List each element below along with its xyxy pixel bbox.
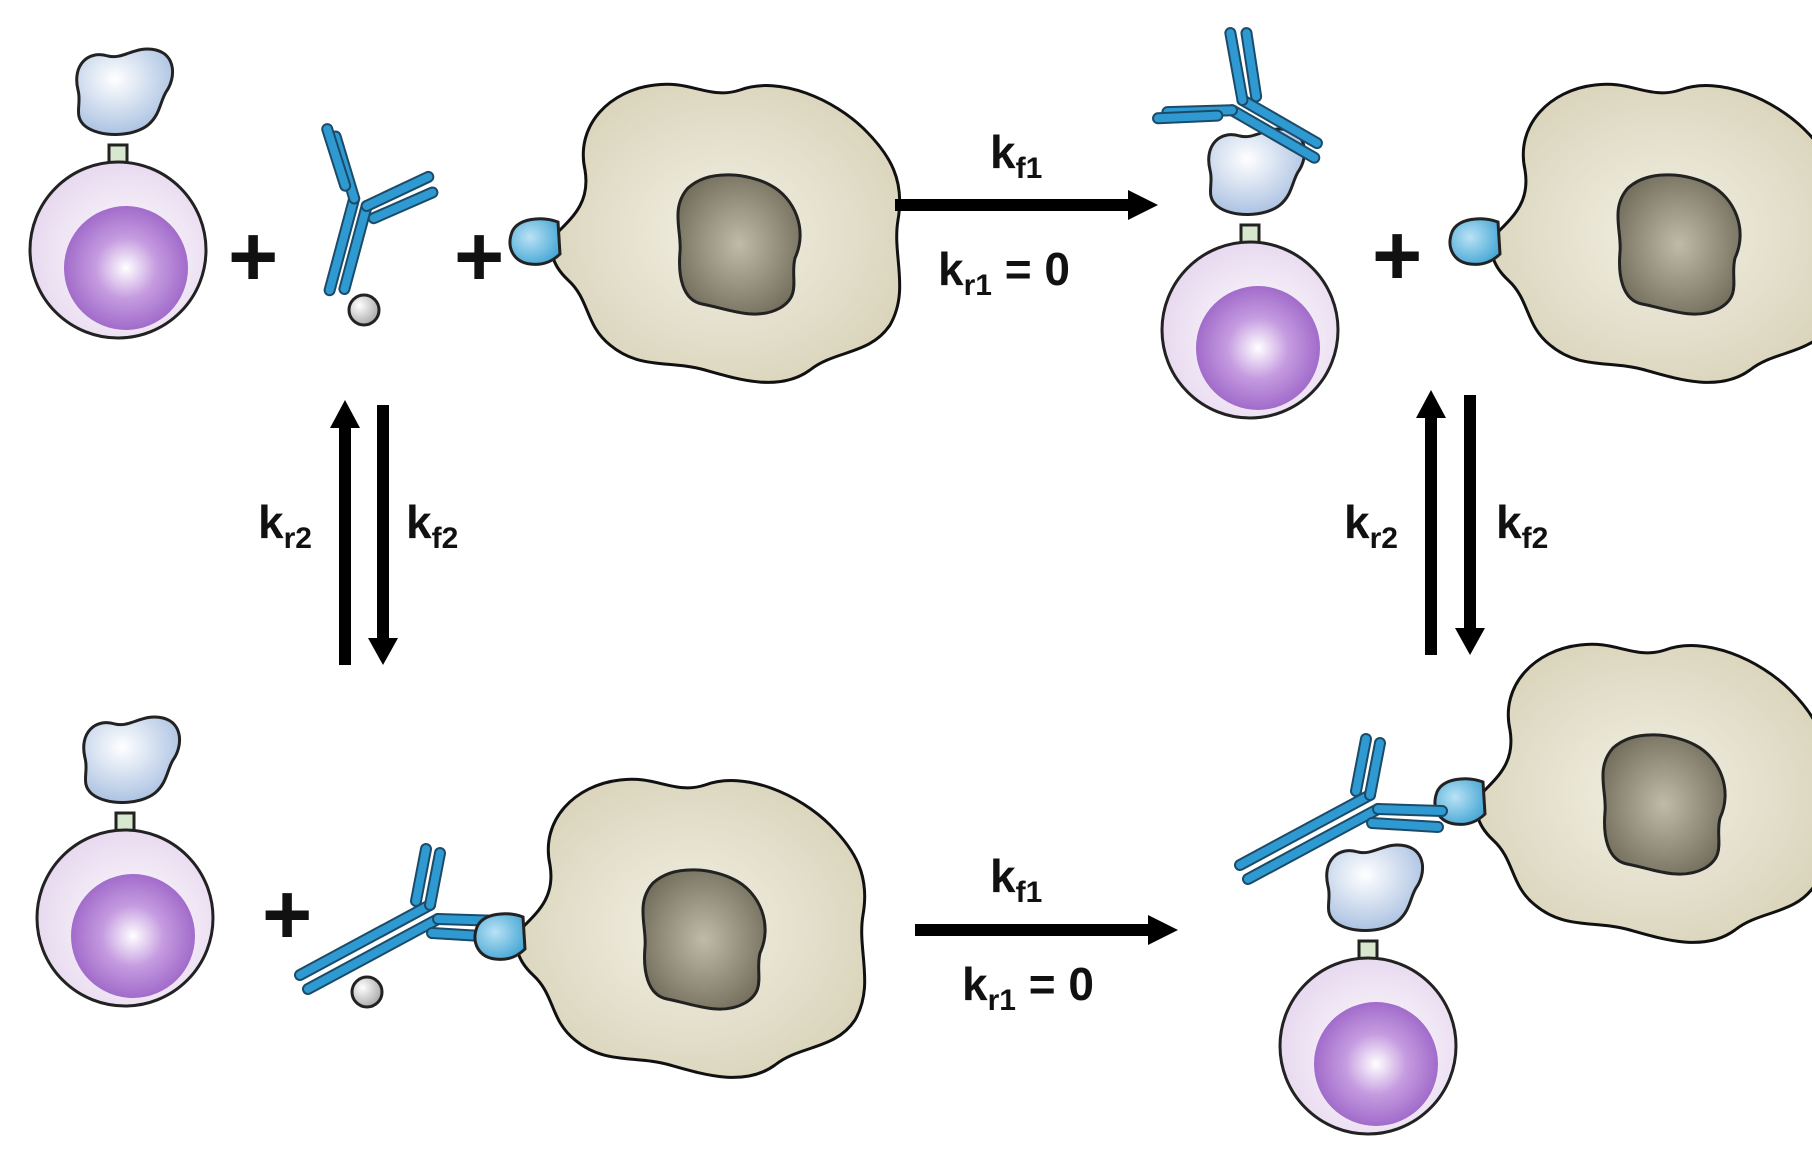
target-cell-icon (28, 47, 208, 340)
fc-bead-icon (350, 975, 384, 1009)
antibody-icon (300, 849, 502, 989)
rate-top-forward: kf1 (990, 126, 1042, 185)
plus-sign-top-3: + (1372, 208, 1422, 304)
rate-left-forward: kf2 (406, 496, 458, 555)
effector-cell-icon (508, 82, 902, 384)
plus-sign-bottom: + (262, 867, 312, 963)
rate-top-reverse: kr1 = 0 (938, 243, 1070, 302)
rate-right-forward: kf2 (1496, 496, 1548, 555)
equilibrium-arrows-left (330, 400, 398, 665)
rate-left-reverse: kr2 (258, 496, 312, 555)
rate-bottom-forward: kf1 (990, 850, 1042, 909)
fc-bead-icon (347, 293, 381, 327)
target-cell-icon (1160, 127, 1340, 420)
effector-cell-icon (1448, 82, 1812, 384)
reaction-arrow-icon (915, 915, 1178, 945)
rate-right-reverse: kr2 (1344, 496, 1398, 555)
antibody-icon (287, 129, 441, 309)
target-cell-icon (1278, 843, 1458, 1136)
effector-cell-icon (1433, 642, 1812, 944)
plus-sign-top-2: + (454, 209, 504, 305)
rate-bottom-reverse: kr1 = 0 (962, 958, 1094, 1017)
plus-sign-top-1: + (228, 209, 278, 305)
equilibrium-arrows-right (1416, 390, 1485, 655)
target-cell-icon (35, 715, 215, 1008)
effector-cell-icon (473, 777, 867, 1079)
reaction-arrow-icon (895, 190, 1158, 220)
